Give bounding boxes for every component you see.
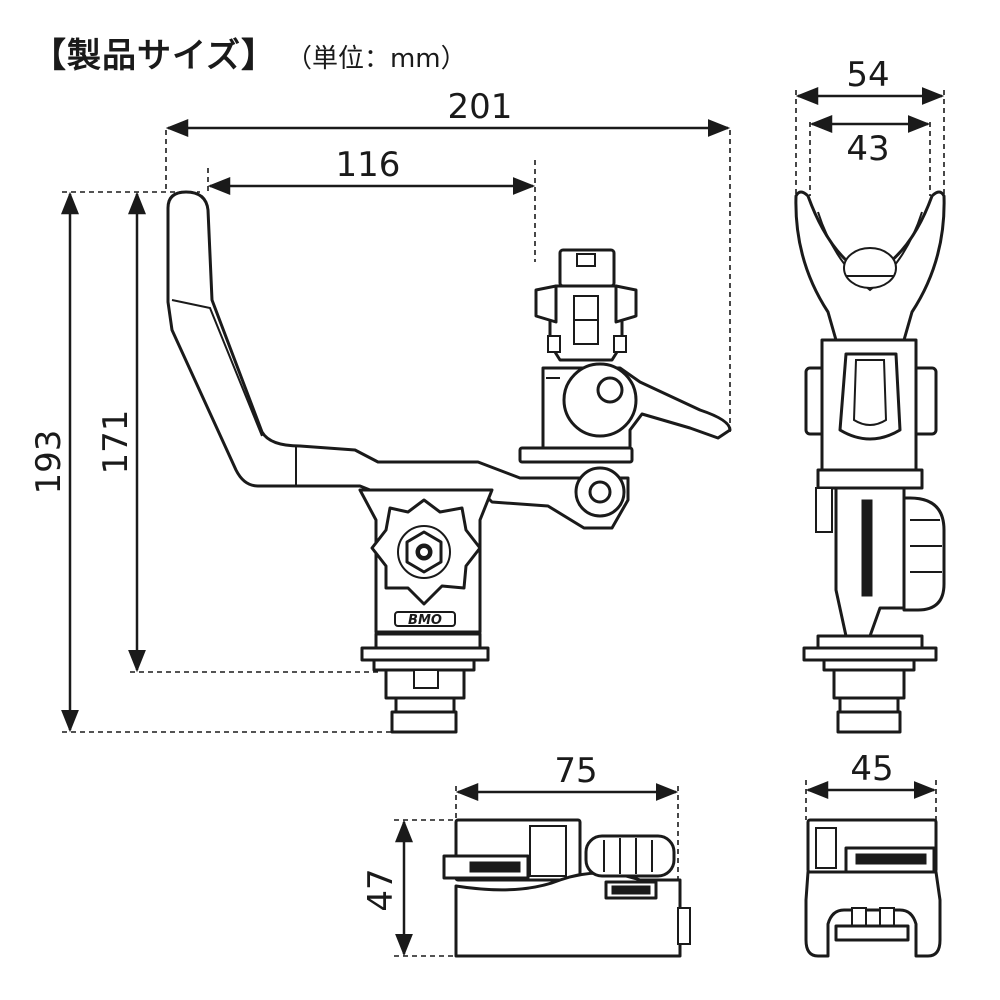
dim-54-label: 54 — [846, 55, 889, 95]
front-view: 201 116 193 171 — [29, 87, 732, 734]
dim-75-label: 75 — [554, 751, 597, 791]
brand-logo: BMO — [408, 613, 442, 628]
base-top-view: 75 47 — [361, 751, 691, 958]
header: 【製品サイズ】 （単位：mm） — [32, 28, 467, 76]
dim-201-label: 201 — [448, 87, 513, 127]
dim-193-label: 193 — [29, 430, 69, 495]
dim-45-label: 45 — [850, 749, 893, 789]
side-view: 54 43 — [794, 55, 946, 734]
dim-43-label: 43 — [846, 129, 889, 169]
base-end-view: 45 — [804, 749, 942, 958]
dim-171-label: 171 — [96, 410, 136, 475]
dim-47-label: 47 — [361, 868, 401, 911]
side-knob — [902, 496, 946, 612]
rod-yoke — [794, 190, 946, 342]
dim-116-label: 116 — [336, 145, 401, 185]
unit-label: （単位：mm） — [285, 44, 467, 74]
page-title: 【製品サイズ】 — [32, 36, 276, 76]
